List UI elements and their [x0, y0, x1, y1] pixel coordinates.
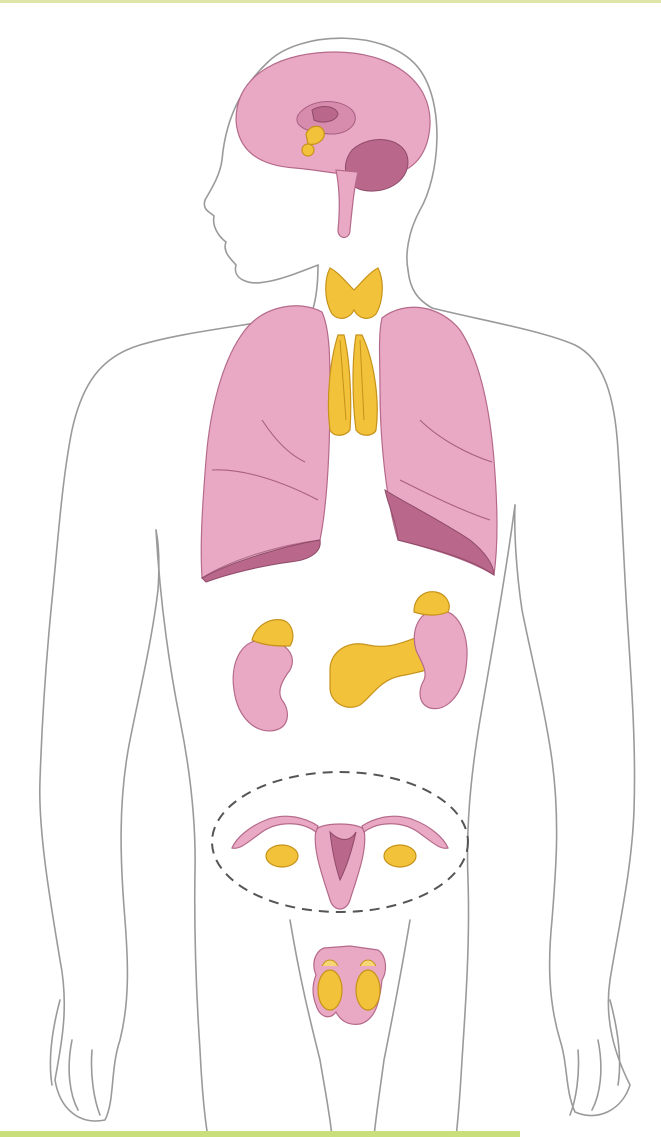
- left-ovary-icon: [266, 845, 298, 867]
- left-adrenal-gland-icon: [252, 620, 293, 646]
- thyroid-gland-icon: [326, 268, 383, 318]
- thymus-icon: [328, 335, 377, 435]
- testes-icon: [313, 946, 385, 1024]
- pituitary-gland-icon: [302, 144, 314, 156]
- right-adrenal-gland-icon: [414, 592, 449, 615]
- uterus-icon: [232, 816, 448, 909]
- left-kidney-icon: [233, 640, 292, 731]
- bottom-edge-strip: [0, 1131, 520, 1137]
- right-ovary-icon: [384, 845, 416, 867]
- brain-icon: [236, 52, 430, 238]
- lungs-icon: [201, 306, 497, 582]
- right-kidney-icon: [414, 610, 467, 709]
